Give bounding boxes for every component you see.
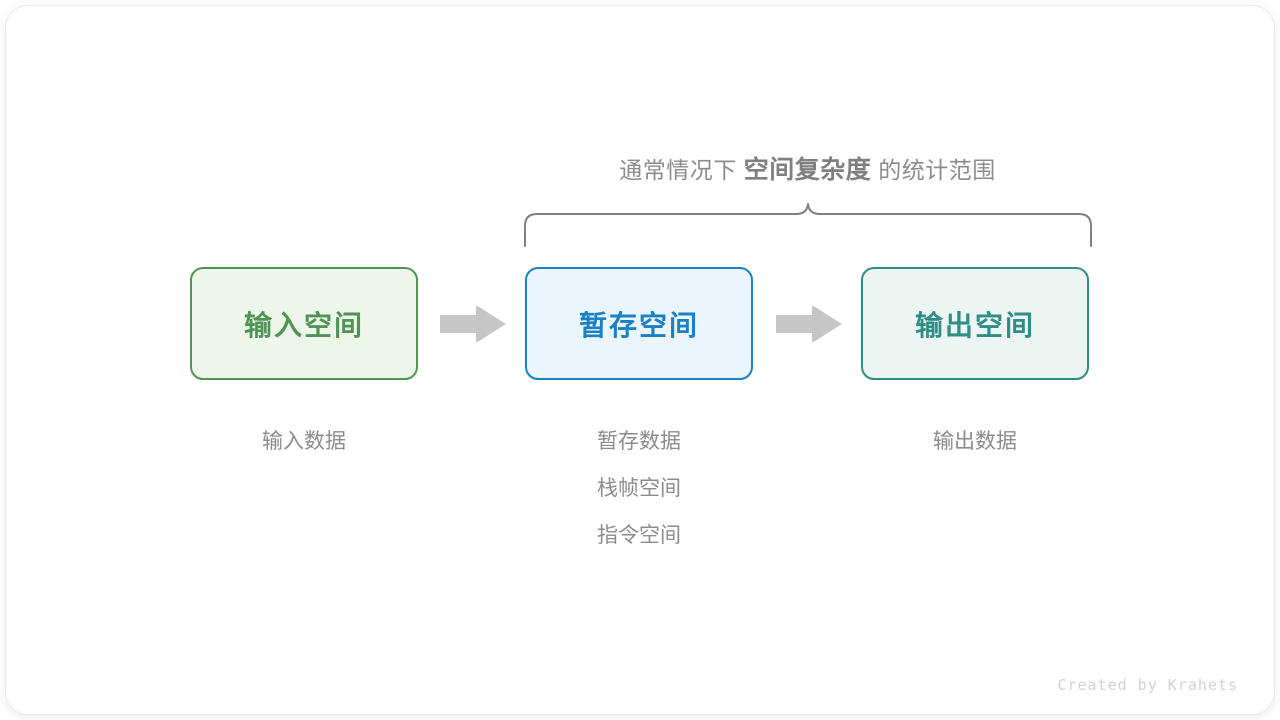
box-output-space-label: 输出空间: [914, 309, 1035, 341]
scope-brace: [519, 200, 1097, 250]
caption-item: 暂存数据: [597, 430, 681, 453]
scope-title-suffix: 的统计范围: [878, 157, 996, 183]
watermark: Created by Krahets: [1057, 676, 1238, 694]
caption-item: 输入数据: [262, 430, 346, 453]
box-temp-space-label: 暂存空间: [578, 309, 699, 341]
box-temp-space[interactable]: 暂存空间: [525, 267, 753, 380]
flow-row: 输入空间 暂存空间 输出空间: [0, 267, 1280, 380]
box-input-space-label: 输入空间: [243, 309, 364, 341]
caption-item: 指令空间: [597, 524, 681, 547]
caption-item: 栈帧空间: [597, 477, 681, 500]
scope-title-prefix: 通常情况下: [619, 157, 737, 183]
caption-temp: 暂存数据 栈帧空间 指令空间: [525, 418, 753, 559]
arrow-input-to-temp: [440, 305, 506, 343]
right-arrow-icon: [776, 305, 842, 343]
caption-input: 输入数据: [190, 418, 418, 465]
brace-icon: [524, 203, 1092, 247]
box-output-space[interactable]: 输出空间: [861, 267, 1089, 380]
scope-title: 通常情况下空间复杂度的统计范围: [525, 150, 1090, 186]
right-arrow-icon: [440, 305, 506, 343]
scope-title-emphasis: 空间复杂度: [743, 156, 872, 184]
arrow-temp-to-output: [776, 305, 842, 343]
caption-output: 输出数据: [861, 418, 1089, 465]
box-input-space[interactable]: 输入空间: [190, 267, 418, 380]
caption-item: 输出数据: [933, 430, 1017, 453]
